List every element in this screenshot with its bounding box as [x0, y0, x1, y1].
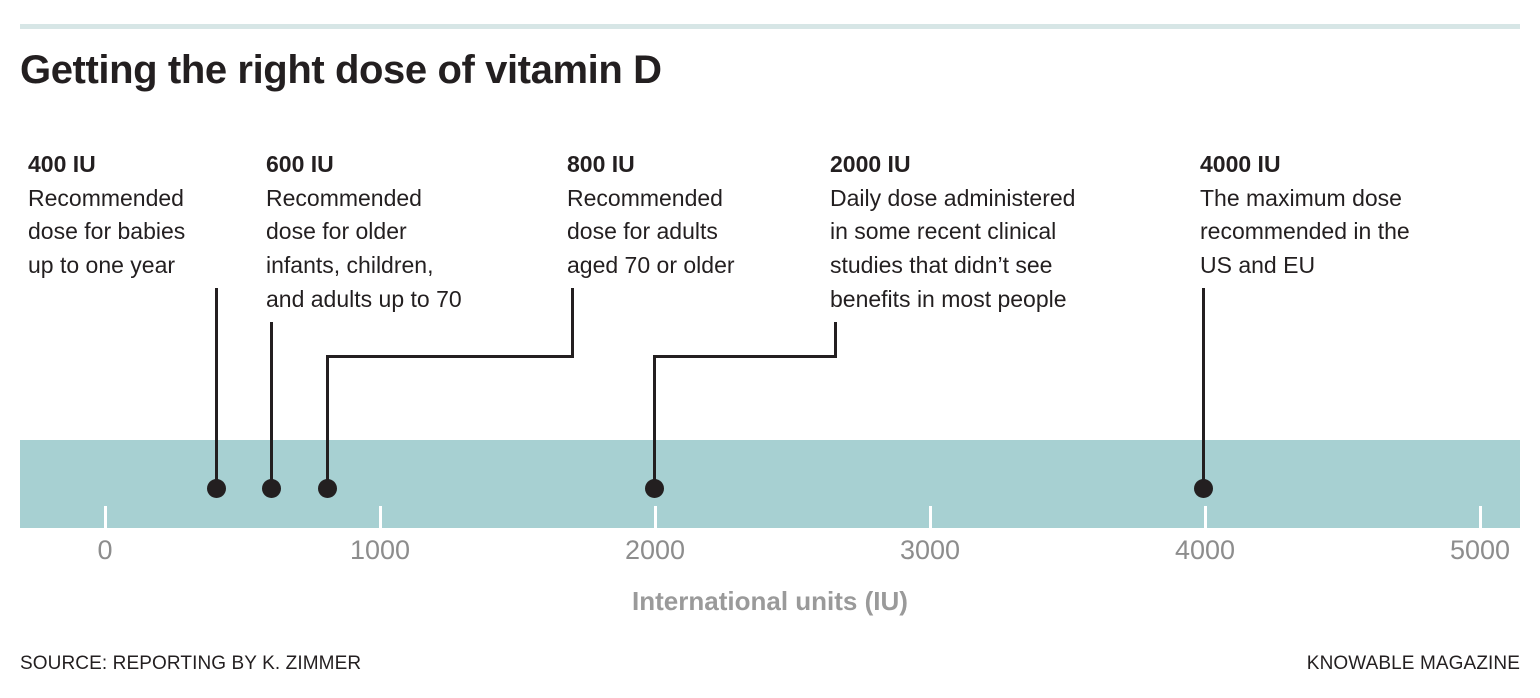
annotation-description: Recommended dose for adults aged 70 or o… — [567, 184, 735, 279]
annotation-dose-label: 600 IU — [266, 151, 334, 177]
data-point-800 — [318, 478, 337, 498]
annotation-description: Daily dose administered in some recent c… — [830, 184, 1076, 313]
data-point-400 — [207, 478, 226, 498]
leader-line-600 — [270, 322, 273, 488]
publisher-brand: KNOWABLE MAGAZINE — [1306, 653, 1520, 674]
annotation-dose-label: 4000 IU — [1200, 151, 1281, 177]
source-credit: SOURCE: REPORTING BY K. ZIMMER — [20, 653, 362, 674]
axis-tick-label-4000: 4000 — [1174, 535, 1236, 565]
top-divider-rule — [20, 24, 1520, 29]
axis-tick-3000 — [928, 506, 932, 528]
data-point-2000 — [645, 478, 664, 498]
annotation-dose-label: 800 IU — [567, 151, 635, 177]
axis-tick-2000 — [653, 506, 657, 528]
leader-line-800-stem — [571, 288, 574, 358]
axis-tick-label-5000: 5000 — [1449, 535, 1511, 565]
leader-line-4000 — [1202, 288, 1205, 488]
axis-tick-label-2000: 2000 — [624, 535, 686, 565]
annotation-600: 600 IU Recommended dose for older infant… — [266, 148, 536, 317]
annotation-dose-label: 400 IU — [28, 151, 96, 177]
annotation-description: Recommended dose for babies up to one ye… — [28, 184, 186, 279]
axis-tick-1000 — [378, 506, 382, 528]
data-point-600 — [262, 478, 281, 498]
annotation-dose-label: 2000 IU — [830, 151, 911, 177]
annotation-800: 800 IU Recommended dose for adults aged … — [567, 148, 817, 283]
axis-tick-0 — [103, 506, 107, 528]
annotation-400: 400 IU Recommended dose for babies up to… — [28, 148, 268, 283]
leader-line-800-bridge — [326, 355, 574, 358]
data-point-4000 — [1194, 478, 1213, 498]
leader-line-2000-drop — [653, 355, 656, 488]
leader-line-2000-bridge — [653, 355, 837, 358]
page-title: Getting the right dose of vitamin D — [20, 48, 662, 92]
axis-tick-label-1000: 1000 — [349, 535, 411, 565]
axis-tick-label-3000: 3000 — [899, 535, 961, 565]
axis-title: International units (IU) — [632, 586, 908, 616]
annotation-description: The maximum dose recommended in the US a… — [1200, 184, 1410, 279]
axis-tick-4000 — [1203, 506, 1207, 528]
axis-tick-5000 — [1478, 506, 1482, 528]
value-band — [20, 440, 1520, 528]
annotation-4000: 4000 IU The maximum dose recommended in … — [1200, 148, 1500, 283]
annotation-description: Recommended dose for older infants, chil… — [266, 184, 462, 313]
axis-tick-label-0: 0 — [97, 535, 113, 565]
leader-line-800-drop — [326, 355, 329, 488]
leader-line-400 — [215, 288, 218, 488]
annotation-2000: 2000 IU Daily dose administered in some … — [830, 148, 1170, 317]
leader-line-2000-stem — [834, 322, 837, 358]
